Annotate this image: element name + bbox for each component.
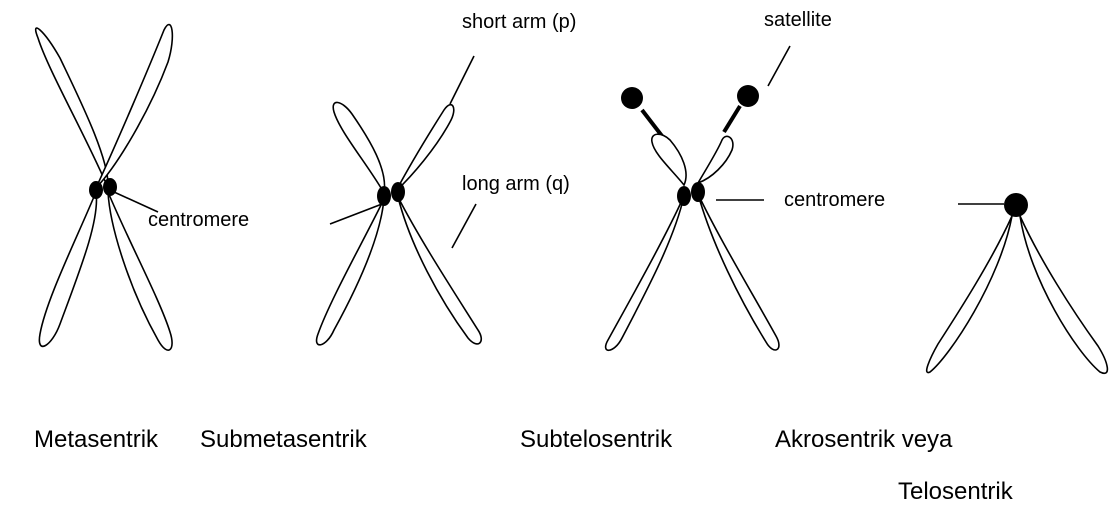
centromere	[377, 186, 391, 206]
centromere	[391, 182, 405, 202]
label-satellite: satellite	[764, 9, 832, 31]
chromatid-arm	[604, 195, 685, 352]
chromatid-arm	[925, 215, 1013, 374]
centromere	[677, 186, 691, 206]
label-centromere: centromere	[784, 189, 885, 211]
centromere	[89, 181, 103, 199]
chromatid-arm	[1019, 215, 1109, 375]
metacentric-chromosome	[34, 23, 174, 351]
acrocentric-chromosome	[925, 193, 1109, 375]
leader-centromere	[329, 203, 383, 225]
chromatid-arm	[332, 101, 386, 196]
satellite-knob	[737, 85, 759, 107]
leader-centromere	[113, 191, 159, 213]
chromatid-arm	[651, 133, 687, 187]
label-centromere: centromere	[148, 209, 249, 231]
chromatid-arm	[315, 198, 385, 346]
centromere	[691, 182, 705, 202]
chromatid-arm	[34, 27, 109, 189]
centromere	[103, 178, 117, 196]
caption-acrocentric: Akrosentrik veya	[775, 426, 953, 453]
caption-metacentric: Metasentrik	[34, 426, 159, 453]
caption-telocentric: Telosentrik	[898, 478, 1014, 505]
subtelocentric-chromosome	[604, 85, 780, 352]
leader-satellite	[767, 45, 791, 87]
satellite-stalk	[640, 108, 664, 138]
leader-lines	[113, 45, 1004, 249]
leader-long-arm	[451, 203, 477, 249]
chromatid-arm	[95, 23, 174, 189]
chromatid-arm	[107, 191, 173, 351]
leader-short-arm	[449, 55, 475, 105]
label-short-arm: short arm (p)	[462, 11, 576, 33]
satellite-stalk	[722, 104, 742, 134]
chromatid-arm	[697, 193, 780, 351]
label-long-arm: long arm (q)	[462, 173, 570, 195]
caption-subtelocentric: Subtelosentrik	[520, 426, 673, 453]
caption-submetacentric: Submetasentrik	[200, 426, 368, 453]
chromatid-arm	[696, 135, 734, 185]
submetacentric-chromosome	[315, 101, 483, 346]
chromatid-arm	[38, 189, 98, 347]
satellite-knob	[621, 87, 643, 109]
centromere	[1004, 193, 1028, 217]
chromatid-arm	[397, 196, 483, 345]
chromatid-arm	[395, 104, 455, 192]
